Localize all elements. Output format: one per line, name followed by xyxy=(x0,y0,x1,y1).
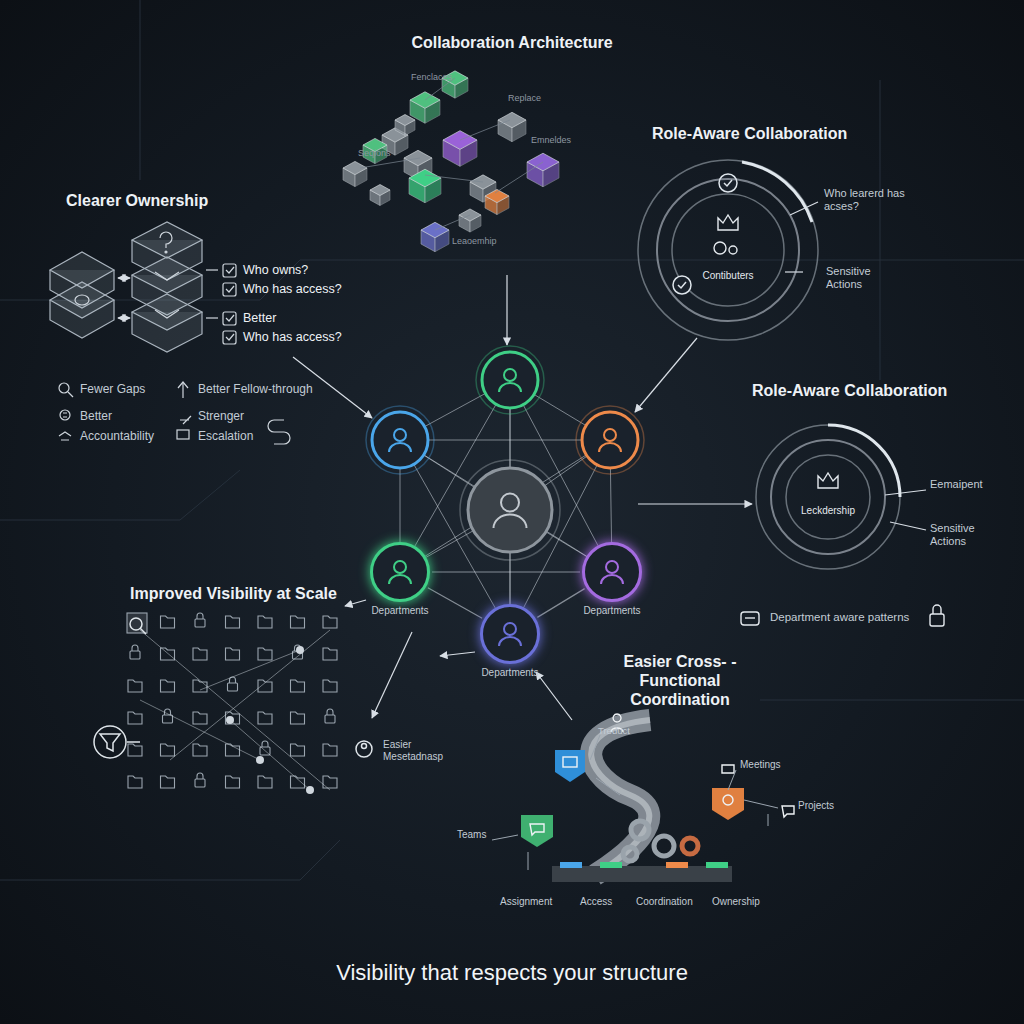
node-label: Contibuters xyxy=(658,270,798,282)
cube xyxy=(410,92,440,124)
section-heading: Role-Aware Collaboration xyxy=(652,124,847,143)
annotation: Replace xyxy=(508,93,541,104)
annotation: Sensitive Actions xyxy=(930,522,1000,548)
annotation: Sensitive Actions xyxy=(826,265,896,291)
role-ring: Leckdership xyxy=(770,439,886,555)
annotation: Leaoemhip xyxy=(452,236,497,247)
role-ring: Contibuters xyxy=(656,178,800,322)
annotation: Access xyxy=(580,896,612,908)
department-circle xyxy=(582,542,642,602)
annotation: Strenger xyxy=(198,409,244,423)
cube xyxy=(395,115,415,136)
network-link xyxy=(428,588,482,619)
department-node: Departments xyxy=(455,604,565,679)
annotation: Projects xyxy=(798,800,834,812)
diagram-title: Collaboration Architecture xyxy=(411,33,612,52)
annotation: Accountability xyxy=(80,429,154,443)
cube xyxy=(370,185,390,206)
annotation: Emneldes xyxy=(531,135,571,146)
annotation: Who has access? xyxy=(243,282,342,297)
node-label: Departments xyxy=(345,605,455,617)
cube xyxy=(459,209,481,232)
section-heading: Improved Visibility at Scale xyxy=(130,584,337,603)
annotation: Fenclaces xyxy=(411,72,452,83)
annotation: Department aware patterns xyxy=(770,611,909,625)
cube xyxy=(443,131,477,167)
annotation: Meetings xyxy=(740,759,781,771)
section-heading: Clearer Ownership xyxy=(66,191,208,210)
network-link xyxy=(537,589,584,618)
person-icon xyxy=(585,545,639,599)
cube xyxy=(498,112,526,141)
annotation: Coordination xyxy=(636,896,693,908)
cube xyxy=(527,153,559,187)
annotation: Teams xyxy=(457,829,486,841)
section-heading: Easier Cross- -Functional Coordination xyxy=(590,652,770,710)
cube xyxy=(343,161,367,186)
person-icon xyxy=(373,545,427,599)
department-node: Departments xyxy=(557,542,667,617)
annotation: Assignment xyxy=(500,896,552,908)
annotation: Better xyxy=(243,311,276,326)
network-link xyxy=(432,571,580,572)
annotation: Fewer Gaps xyxy=(80,382,145,396)
section-heading: Role-Aware Collaboration xyxy=(752,381,947,400)
annotation: Treduct xyxy=(598,725,630,736)
annotation: Better Fellow-through xyxy=(198,382,313,396)
department-circle xyxy=(480,604,540,664)
cube xyxy=(409,169,441,203)
annotation: Who learerd has acses? xyxy=(824,187,924,213)
annotation: Eemaipent xyxy=(930,478,983,491)
department-circle xyxy=(370,542,430,602)
annotation: Who owns? xyxy=(243,263,308,278)
annotation: Escalation xyxy=(198,429,253,443)
annotation: Ownership xyxy=(712,896,760,908)
cube xyxy=(485,189,509,214)
person-icon xyxy=(483,607,537,661)
annotation: Better xyxy=(80,409,112,423)
department-node: Departments xyxy=(345,542,455,617)
annotation: Easier Mesetadnasp xyxy=(383,739,473,763)
node-label: Departments xyxy=(455,667,565,679)
node-label: Leckdership xyxy=(772,505,884,517)
cube xyxy=(421,222,449,251)
annotation: Who has access? xyxy=(243,330,342,345)
caption: Visibility that respects your structure xyxy=(336,960,688,986)
annotation: Seqions xyxy=(358,148,391,159)
node-label: Departments xyxy=(557,605,667,617)
